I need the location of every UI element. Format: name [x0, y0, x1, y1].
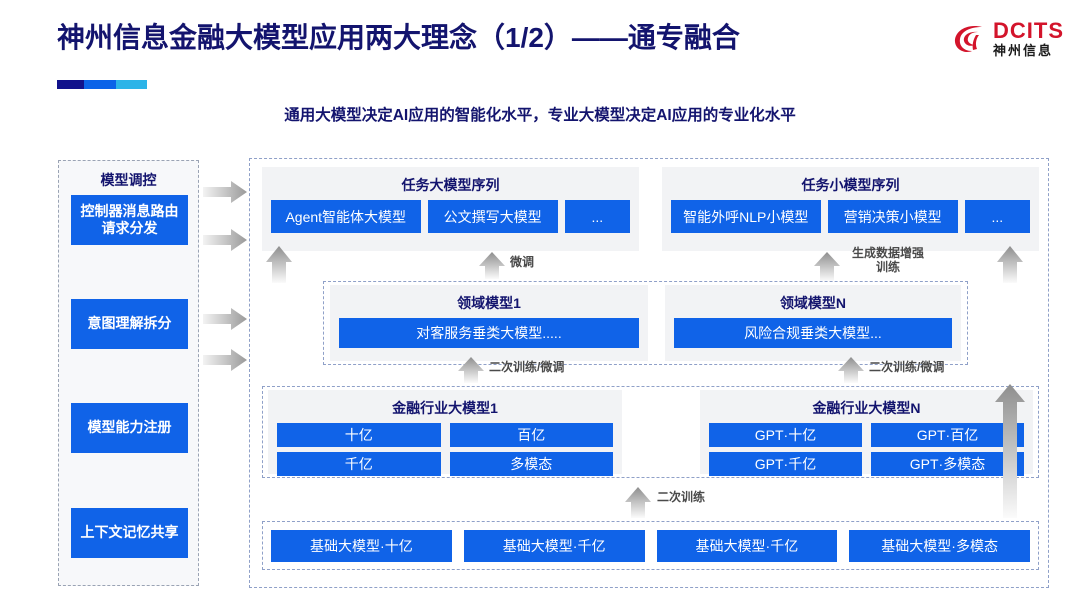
arrow-right-icon-1	[203, 180, 247, 204]
industry-chip-multimodal[interactable]: 多模态	[449, 452, 613, 476]
panel-title: 任务小模型序列	[801, 177, 900, 193]
arrow-right-icon-4	[203, 348, 247, 372]
control-item-router[interactable]: 控制器消息路由请求分发	[71, 195, 188, 245]
panel-title: 领域模型1	[457, 295, 521, 311]
arrow-label-retrain-base: 二次训练	[657, 490, 706, 504]
industry-chip-gpt-10b[interactable]: GPT·百亿	[871, 423, 1024, 447]
finance-industry-model-n-panel: 金融行业大模型N GPT·十亿 GPT·百亿 GPT·千亿 GPT·多模态	[700, 390, 1033, 476]
task-small-model-sequence-panel: 任务小模型序列 智能外呼NLP小模型 营销决策小模型 ...	[662, 167, 1039, 251]
industry-chip-1b[interactable]: 十亿	[277, 423, 441, 447]
task-chip-more[interactable]: ...	[964, 200, 1030, 233]
arrow-right-icon-2	[203, 228, 247, 252]
arrow-label-retrain-left: 二次训练/微调	[489, 360, 565, 374]
task-chip-more[interactable]: ...	[564, 200, 630, 233]
page-title: 神州信息金融大模型应用两大理念（1/2）——通专融合	[57, 22, 740, 53]
domain-model-frame	[323, 281, 968, 365]
industry-chip-gpt-1b[interactable]: GPT·十亿	[709, 423, 862, 447]
industry-model-frame	[262, 386, 1039, 478]
arrow-right-icon-3	[203, 307, 247, 331]
logo-wordmark-cn: 神州信息	[993, 43, 1054, 58]
arrow-label-data-augment-l2: 训练	[875, 259, 900, 274]
task-chip-marketing[interactable]: 营销决策小模型	[827, 200, 958, 233]
title-underline-bar	[57, 80, 147, 89]
task-chip-nlp-outbound[interactable]: 智能外呼NLP小模型	[671, 200, 821, 233]
panel-title: 任务大模型序列	[401, 177, 500, 193]
panel-title: 金融行业大模型1	[392, 400, 498, 416]
task-large-model-sequence-panel: 任务大模型序列 Agent智能体大模型 公文撰写大模型 ...	[262, 167, 639, 251]
domain-model-n-panel: 领域模型N 风险合规垂类大模型...	[665, 285, 961, 361]
arrow-label-fine-tune: 微调	[510, 255, 535, 269]
domain-model-1-panel: 领域模型1 对客服务垂类大模型.....	[330, 285, 648, 361]
control-column-title: 模型调控	[100, 172, 157, 188]
arrow-label-data-augment-l1: 生成数据增强	[851, 246, 924, 260]
base-chip-1b[interactable]: 基础大模型·十亿	[271, 529, 452, 562]
control-column: 模型调控 控制器消息路由请求分发 意图理解拆分 模型能力注册 上下文记忆共享	[58, 160, 199, 586]
dcits-swoosh-icon	[952, 21, 988, 57]
industry-chip-100b[interactable]: 千亿	[277, 452, 441, 476]
base-chip-multimodal[interactable]: 基础大模型·多模态	[849, 529, 1030, 562]
control-item-memory[interactable]: 上下文记忆共享	[71, 508, 188, 558]
base-chip-100b-2[interactable]: 基础大模型·千亿	[656, 529, 838, 562]
control-item-registry[interactable]: 模型能力注册	[71, 403, 188, 453]
logo-wordmark: DCITS	[993, 18, 1064, 43]
industry-chip-gpt-100b[interactable]: GPT·千亿	[709, 452, 862, 476]
base-model-frame: 基础大模型·十亿 基础大模型·千亿 基础大模型·千亿 基础大模型·多模态	[262, 521, 1039, 570]
domain-chip-risk-compliance[interactable]: 风险合规垂类大模型...	[674, 318, 952, 348]
finance-industry-model-1-panel: 金融行业大模型1 十亿 百亿 千亿 多模态	[268, 390, 622, 476]
arrow-label-retrain-right: 二次训练/微调	[869, 360, 945, 374]
task-chip-writing[interactable]: 公文撰写大模型	[427, 200, 558, 233]
arrow-label-data-augment: 生成数据增强 训练	[845, 246, 931, 275]
task-chip-agent[interactable]: Agent智能体大模型	[271, 200, 421, 233]
control-item-intent[interactable]: 意图理解拆分	[71, 299, 188, 349]
page-subtitle: 通用大模型决定AI应用的智能化水平，专业大模型决定AI应用的专业化水平	[284, 107, 796, 124]
company-logo: DCITS 神州信息	[952, 20, 1064, 57]
panel-title: 领域模型N	[779, 295, 847, 311]
panel-title: 金融行业大模型N	[812, 400, 921, 416]
domain-chip-customer-service[interactable]: 对客服务垂类大模型.....	[339, 318, 639, 348]
base-chip-100b[interactable]: 基础大模型·千亿	[463, 529, 645, 562]
industry-chip-gpt-multimodal[interactable]: GPT·多模态	[871, 452, 1024, 476]
industry-chip-10b[interactable]: 百亿	[449, 423, 613, 447]
architecture-outer-frame	[249, 158, 1049, 588]
